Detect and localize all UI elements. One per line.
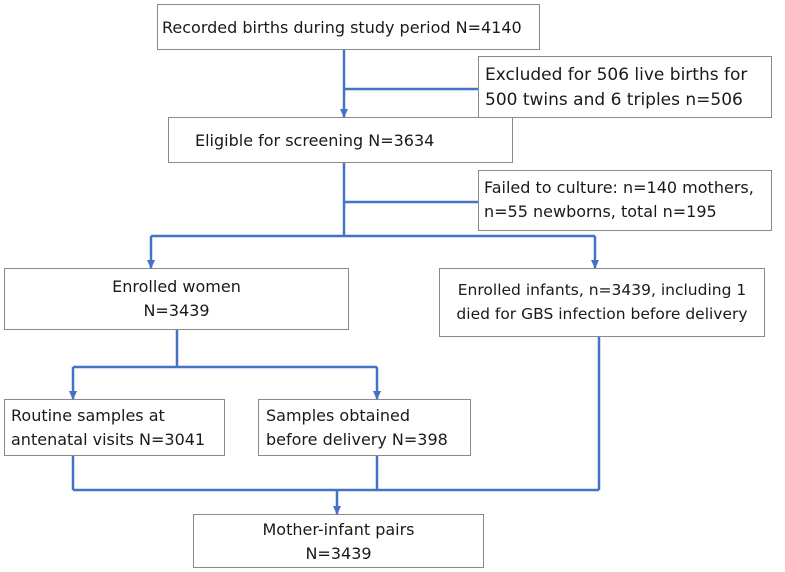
enrolled-women-box: Enrolled women N=3439 — [4, 268, 349, 330]
samples-delivery-box: Samples obtained before delivery N=398 — [258, 399, 471, 456]
delivery-line-2: before delivery N=398 — [266, 430, 448, 449]
routine-line-2: antenatal visits N=3041 — [11, 430, 206, 449]
failed-culture-box: Failed to culture: n=140 mothers, n=55 n… — [478, 170, 772, 231]
failed-line-1: Failed to culture: n=140 mothers, — [484, 178, 754, 197]
enrolled-infants-box: Enrolled infants, n=3439, including 1 di… — [439, 268, 765, 337]
women-line-1: Enrolled women — [112, 277, 241, 296]
failed-line-2: n=55 newborns, total n=195 — [484, 202, 717, 221]
mother-infant-pairs-box: Mother-infant pairs N=3439 — [193, 514, 484, 568]
excluded-line-2: 500 twins and 6 triples n=506 — [485, 90, 743, 110]
recorded-births-box: Recorded births during study period N=41… — [157, 4, 540, 50]
eligible-box: Eligible for screening N=3634 — [168, 117, 513, 163]
routine-line-1: Routine samples at — [11, 406, 165, 425]
delivery-line-1: Samples obtained — [266, 406, 411, 425]
infants-line-1: Enrolled infants, n=3439, including 1 — [457, 281, 747, 299]
eligible-text: Eligible for screening N=3634 — [195, 131, 435, 150]
pairs-line-2: N=3439 — [305, 544, 372, 563]
infants-line-2: died for GBS infection before delivery — [456, 305, 748, 323]
pairs-line-1: Mother-infant pairs — [262, 520, 415, 539]
excluded-line-1: Excluded for 506 live births for — [485, 65, 748, 85]
routine-samples-box: Routine samples at antenatal visits N=30… — [4, 399, 225, 456]
recorded-births-text: Recorded births during study period N=41… — [162, 18, 522, 37]
excluded-box: Excluded for 506 live births for 500 twi… — [478, 56, 772, 118]
women-line-2: N=3439 — [143, 301, 210, 320]
